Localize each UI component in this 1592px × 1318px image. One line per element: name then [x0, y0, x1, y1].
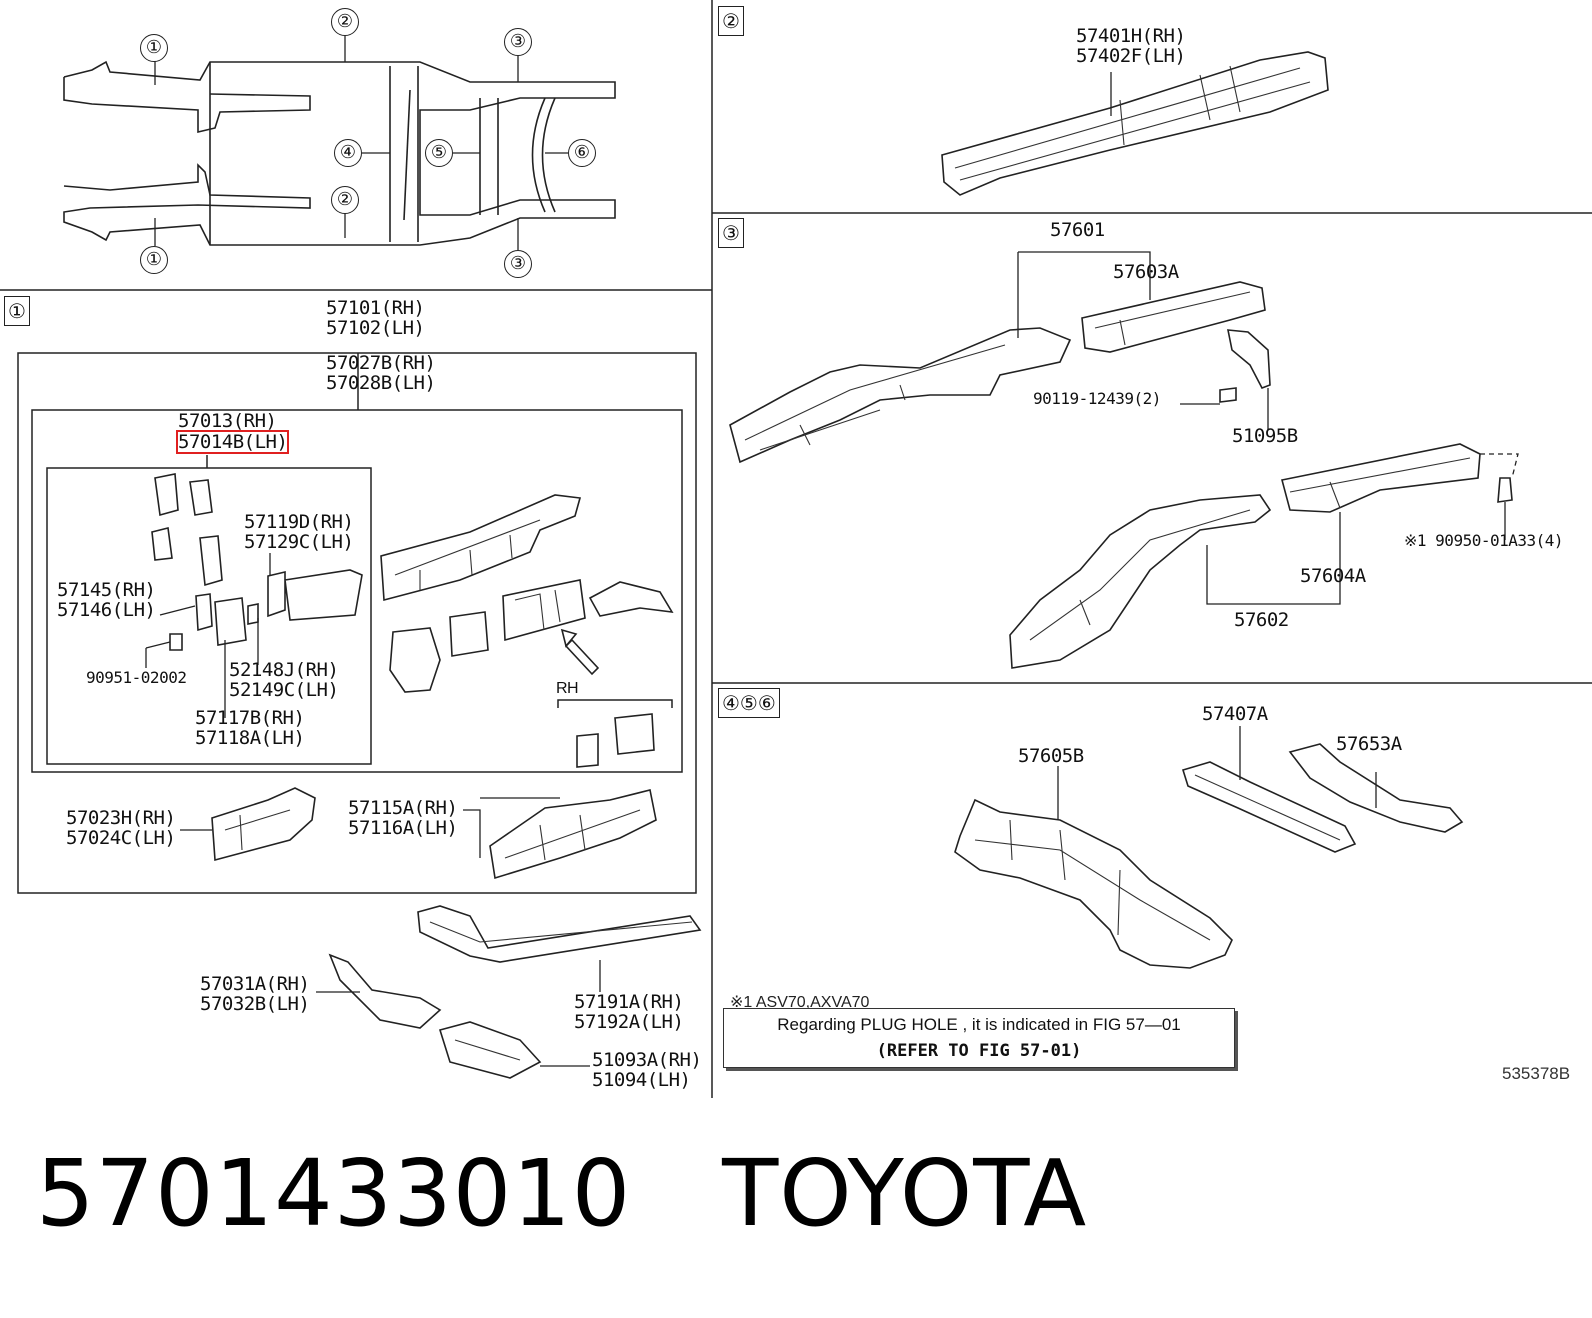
label-57115a[interactable]: 57115A(RH)57116A(LH)	[348, 797, 458, 839]
overview-callout-6[interactable]: ⑥	[568, 139, 596, 167]
label-57027b[interactable]: 57027B(RH)57028B(LH)	[326, 352, 436, 394]
parts-diagram-art	[0, 0, 1592, 1098]
overview-callout-1-lower[interactable]: ①	[140, 246, 168, 274]
label-51095b[interactable]: 51095B	[1232, 425, 1298, 447]
label-57604a[interactable]: 57604A	[1300, 565, 1366, 587]
label-90950-01a33[interactable]: ※1 90950-01A33(4)	[1404, 531, 1564, 550]
label-rh: RH	[556, 680, 579, 697]
section2-parts-art	[941, 51, 1329, 196]
label-57605b[interactable]: 57605B	[1018, 745, 1084, 767]
overview-callout-2-lower[interactable]: ②	[331, 186, 359, 214]
label-57407a[interactable]: 57407A	[1202, 703, 1268, 725]
label-57401h[interactable]: 57401H(RH)57402F(LH)	[1076, 25, 1186, 67]
section-marker-456[interactable]: ④⑤⑥	[718, 688, 780, 718]
label-57653a[interactable]: 57653A	[1336, 733, 1402, 755]
section-marker-2[interactable]: ②	[718, 6, 744, 36]
label-57031a[interactable]: 57031A(RH)57032B(LH)	[200, 973, 310, 1015]
overview-callout-2-upper[interactable]: ②	[331, 8, 359, 36]
catalog-code: 535378B	[1502, 1064, 1571, 1083]
overview-callout-3-lower[interactable]: ③	[504, 250, 532, 278]
label-51093a[interactable]: 51093A(RH)51094(LH)	[592, 1049, 702, 1091]
panel-dividers	[0, 0, 1592, 1098]
overview-callout-3-upper[interactable]: ③	[504, 28, 532, 56]
section1-boxes	[17, 352, 697, 894]
label-57601[interactable]: 57601	[1050, 219, 1105, 241]
label-57119d[interactable]: 57119D(RH)57129C(LH)	[244, 511, 354, 553]
plug-hole-note: Regarding PLUG HOLE , it is indicated in…	[777, 1015, 1181, 1034]
label-90951-02002[interactable]: 90951-02002	[86, 668, 187, 687]
overview-callout-4[interactable]: ④	[334, 139, 362, 167]
label-57191a[interactable]: 57191A(RH)57192A(LH)	[574, 991, 684, 1033]
part-number: 5701433010	[36, 1140, 632, 1247]
refer-fig-note[interactable]: (REFER TO FIG 57-01)	[876, 1041, 1082, 1061]
label-90119-12439[interactable]: 90119-12439(2)	[1033, 389, 1161, 408]
label-57014b-highlighted[interactable]: 57014B(LH)	[175, 430, 290, 454]
label-57603a[interactable]: 57603A	[1113, 261, 1179, 283]
section-marker-1[interactable]: ①	[4, 296, 30, 326]
label-57013[interactable]: 57013(RH)	[178, 410, 277, 432]
section456-parts-art	[954, 726, 1464, 969]
brand-name: TOYOTA	[722, 1140, 1088, 1247]
plug-hole-note-box: Regarding PLUG HOLE , it is indicated in…	[723, 1008, 1235, 1068]
overview-callout-1-upper[interactable]: ①	[140, 34, 168, 62]
section3-parts-art	[729, 251, 1519, 669]
label-52148j[interactable]: 52148J(RH)52149C(LH)	[229, 659, 339, 701]
section1-parts-art	[145, 473, 702, 1079]
label-57145[interactable]: 57145(RH)57146(LH)	[57, 579, 156, 621]
label-57117b[interactable]: 57117B(RH)57118A(LH)	[195, 707, 305, 749]
frame-overview-art	[63, 36, 616, 250]
section-marker-3[interactable]: ③	[718, 218, 744, 248]
footer-title: 5701433010 TOYOTA	[36, 1140, 1087, 1247]
applicability-note: ※1 ASV70,AXVA70	[730, 994, 870, 1011]
overview-callout-5[interactable]: ⑤	[425, 139, 453, 167]
label-57101[interactable]: 57101(RH)57102(LH)	[326, 297, 425, 339]
label-57023h[interactable]: 57023H(RH)57024C(LH)	[66, 807, 176, 849]
label-57602[interactable]: 57602	[1234, 609, 1289, 631]
